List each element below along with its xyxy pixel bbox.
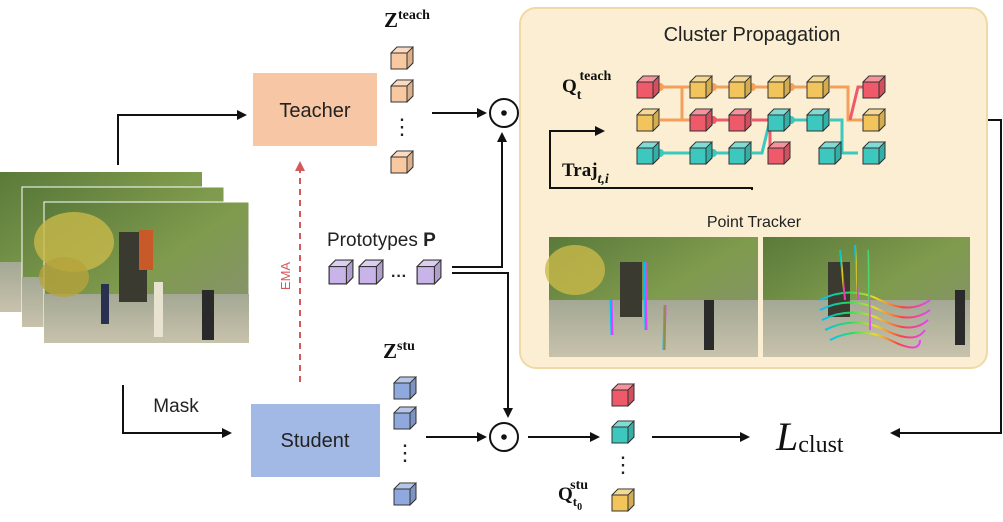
prototype-cube bbox=[358, 259, 384, 285]
qstu-cube-yellow bbox=[611, 488, 635, 512]
arrow-traj bbox=[549, 126, 753, 190]
mask-label: Mask bbox=[153, 396, 199, 417]
teacher-box bbox=[253, 73, 377, 146]
point-tracker-image-left bbox=[545, 237, 758, 357]
point-tracker-image-right bbox=[763, 237, 970, 357]
loss-label: Lclust bbox=[775, 414, 844, 459]
arrow-prototypes-to-student-odot bbox=[452, 272, 513, 418]
teacher-cube bbox=[390, 79, 414, 103]
traj-label: Trajt,i bbox=[562, 160, 609, 187]
z-stu-label: Zstu bbox=[383, 339, 415, 363]
prototype-cube bbox=[328, 259, 354, 285]
z-teach-label: Zteach bbox=[384, 8, 430, 32]
teacher-label: Teacher bbox=[279, 100, 350, 122]
student-cube bbox=[393, 406, 417, 430]
point-tracker-label: Point Tracker bbox=[707, 214, 802, 231]
front-video-frame bbox=[34, 201, 250, 344]
prototypes-ellipsis: ··· bbox=[391, 268, 407, 285]
student-cube bbox=[393, 482, 417, 506]
student-cube bbox=[393, 376, 417, 400]
teacher-embeddings bbox=[390, 46, 414, 174]
qstu-cube-red bbox=[611, 383, 635, 407]
teacher-cube bbox=[390, 150, 414, 174]
q-teach-label: Qtteach bbox=[562, 69, 612, 103]
arrow-to-student bbox=[122, 385, 232, 438]
qstu-cube-ellipsis: ⋮ bbox=[612, 452, 634, 477]
student-box bbox=[251, 404, 380, 477]
teacher-cube-ellipsis: ⋮ bbox=[391, 114, 413, 139]
prototype-cube bbox=[416, 259, 442, 285]
qstu-cube-teal bbox=[611, 420, 635, 444]
ema-label: EMA bbox=[278, 262, 293, 291]
student-label: Student bbox=[281, 430, 350, 452]
cluster-propagation-title: Cluster Propagation bbox=[664, 24, 841, 46]
prototypes-label: Prototypes P bbox=[327, 230, 436, 251]
arrow-to-teacher bbox=[117, 110, 247, 165]
arrow-cluster-to-loss bbox=[890, 119, 1002, 438]
prototype-cubes bbox=[328, 259, 442, 285]
q-stu-label: Qt0stu bbox=[558, 478, 588, 513]
input-video-frames bbox=[0, 172, 250, 344]
student-cube-ellipsis: ⋮ bbox=[394, 440, 416, 465]
teacher-cube bbox=[390, 46, 414, 70]
arrow-prototypes-to-teacher-odot bbox=[452, 132, 507, 268]
